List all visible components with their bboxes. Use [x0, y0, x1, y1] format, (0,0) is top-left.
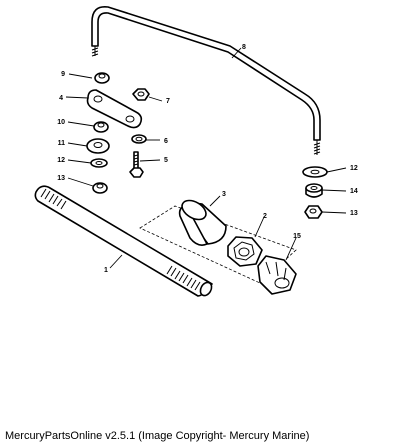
washer-12-left [90, 158, 108, 168]
washer-6 [131, 134, 147, 144]
callout-12-left: 12 [57, 157, 65, 164]
exploded-parts-diagram: 8 9 7 4 10 6 11 12 5 13 3 2 1 15 12 14 1… [34, 5, 358, 297]
callouts: 8 9 7 4 10 6 11 12 5 13 3 2 1 15 12 14 1… [57, 44, 358, 274]
bolt-5 [129, 151, 144, 178]
callout-13-right: 13 [350, 210, 358, 217]
callout-13-left: 13 [57, 175, 65, 182]
tie-bar [34, 185, 213, 297]
link-rod [91, 5, 321, 155]
callout-4: 4 [59, 95, 63, 102]
sleeve [178, 199, 227, 246]
copyright-footer: MercuryPartsOnline v2.5.1 (Image Copyrig… [5, 430, 310, 442]
callout-14: 14 [350, 188, 358, 195]
callout-6: 6 [164, 138, 168, 145]
callout-1: 1 [104, 267, 108, 274]
callout-8: 8 [242, 44, 246, 51]
callout-7: 7 [166, 98, 170, 105]
nut-13-left [92, 182, 108, 194]
assembly-outline [139, 205, 297, 284]
washer-11 [86, 138, 110, 154]
nut-9 [94, 72, 110, 84]
nut-7 [132, 88, 150, 101]
callout-15: 15 [293, 233, 301, 240]
leader-lines [65, 47, 347, 269]
callout-9: 9 [61, 71, 65, 78]
callout-2: 2 [263, 213, 267, 220]
callout-5: 5 [164, 157, 168, 164]
nut-10 [93, 121, 109, 133]
washer-12-right [302, 166, 328, 178]
castle-nut [257, 255, 297, 295]
spacer-14 [305, 183, 323, 198]
callout-12-right: 12 [350, 165, 358, 172]
hex-nut [227, 236, 263, 267]
callout-3: 3 [222, 191, 226, 198]
callout-10: 10 [57, 119, 65, 126]
callout-11: 11 [58, 140, 66, 147]
bracket-4 [86, 89, 143, 129]
nut-13-right [304, 205, 323, 219]
